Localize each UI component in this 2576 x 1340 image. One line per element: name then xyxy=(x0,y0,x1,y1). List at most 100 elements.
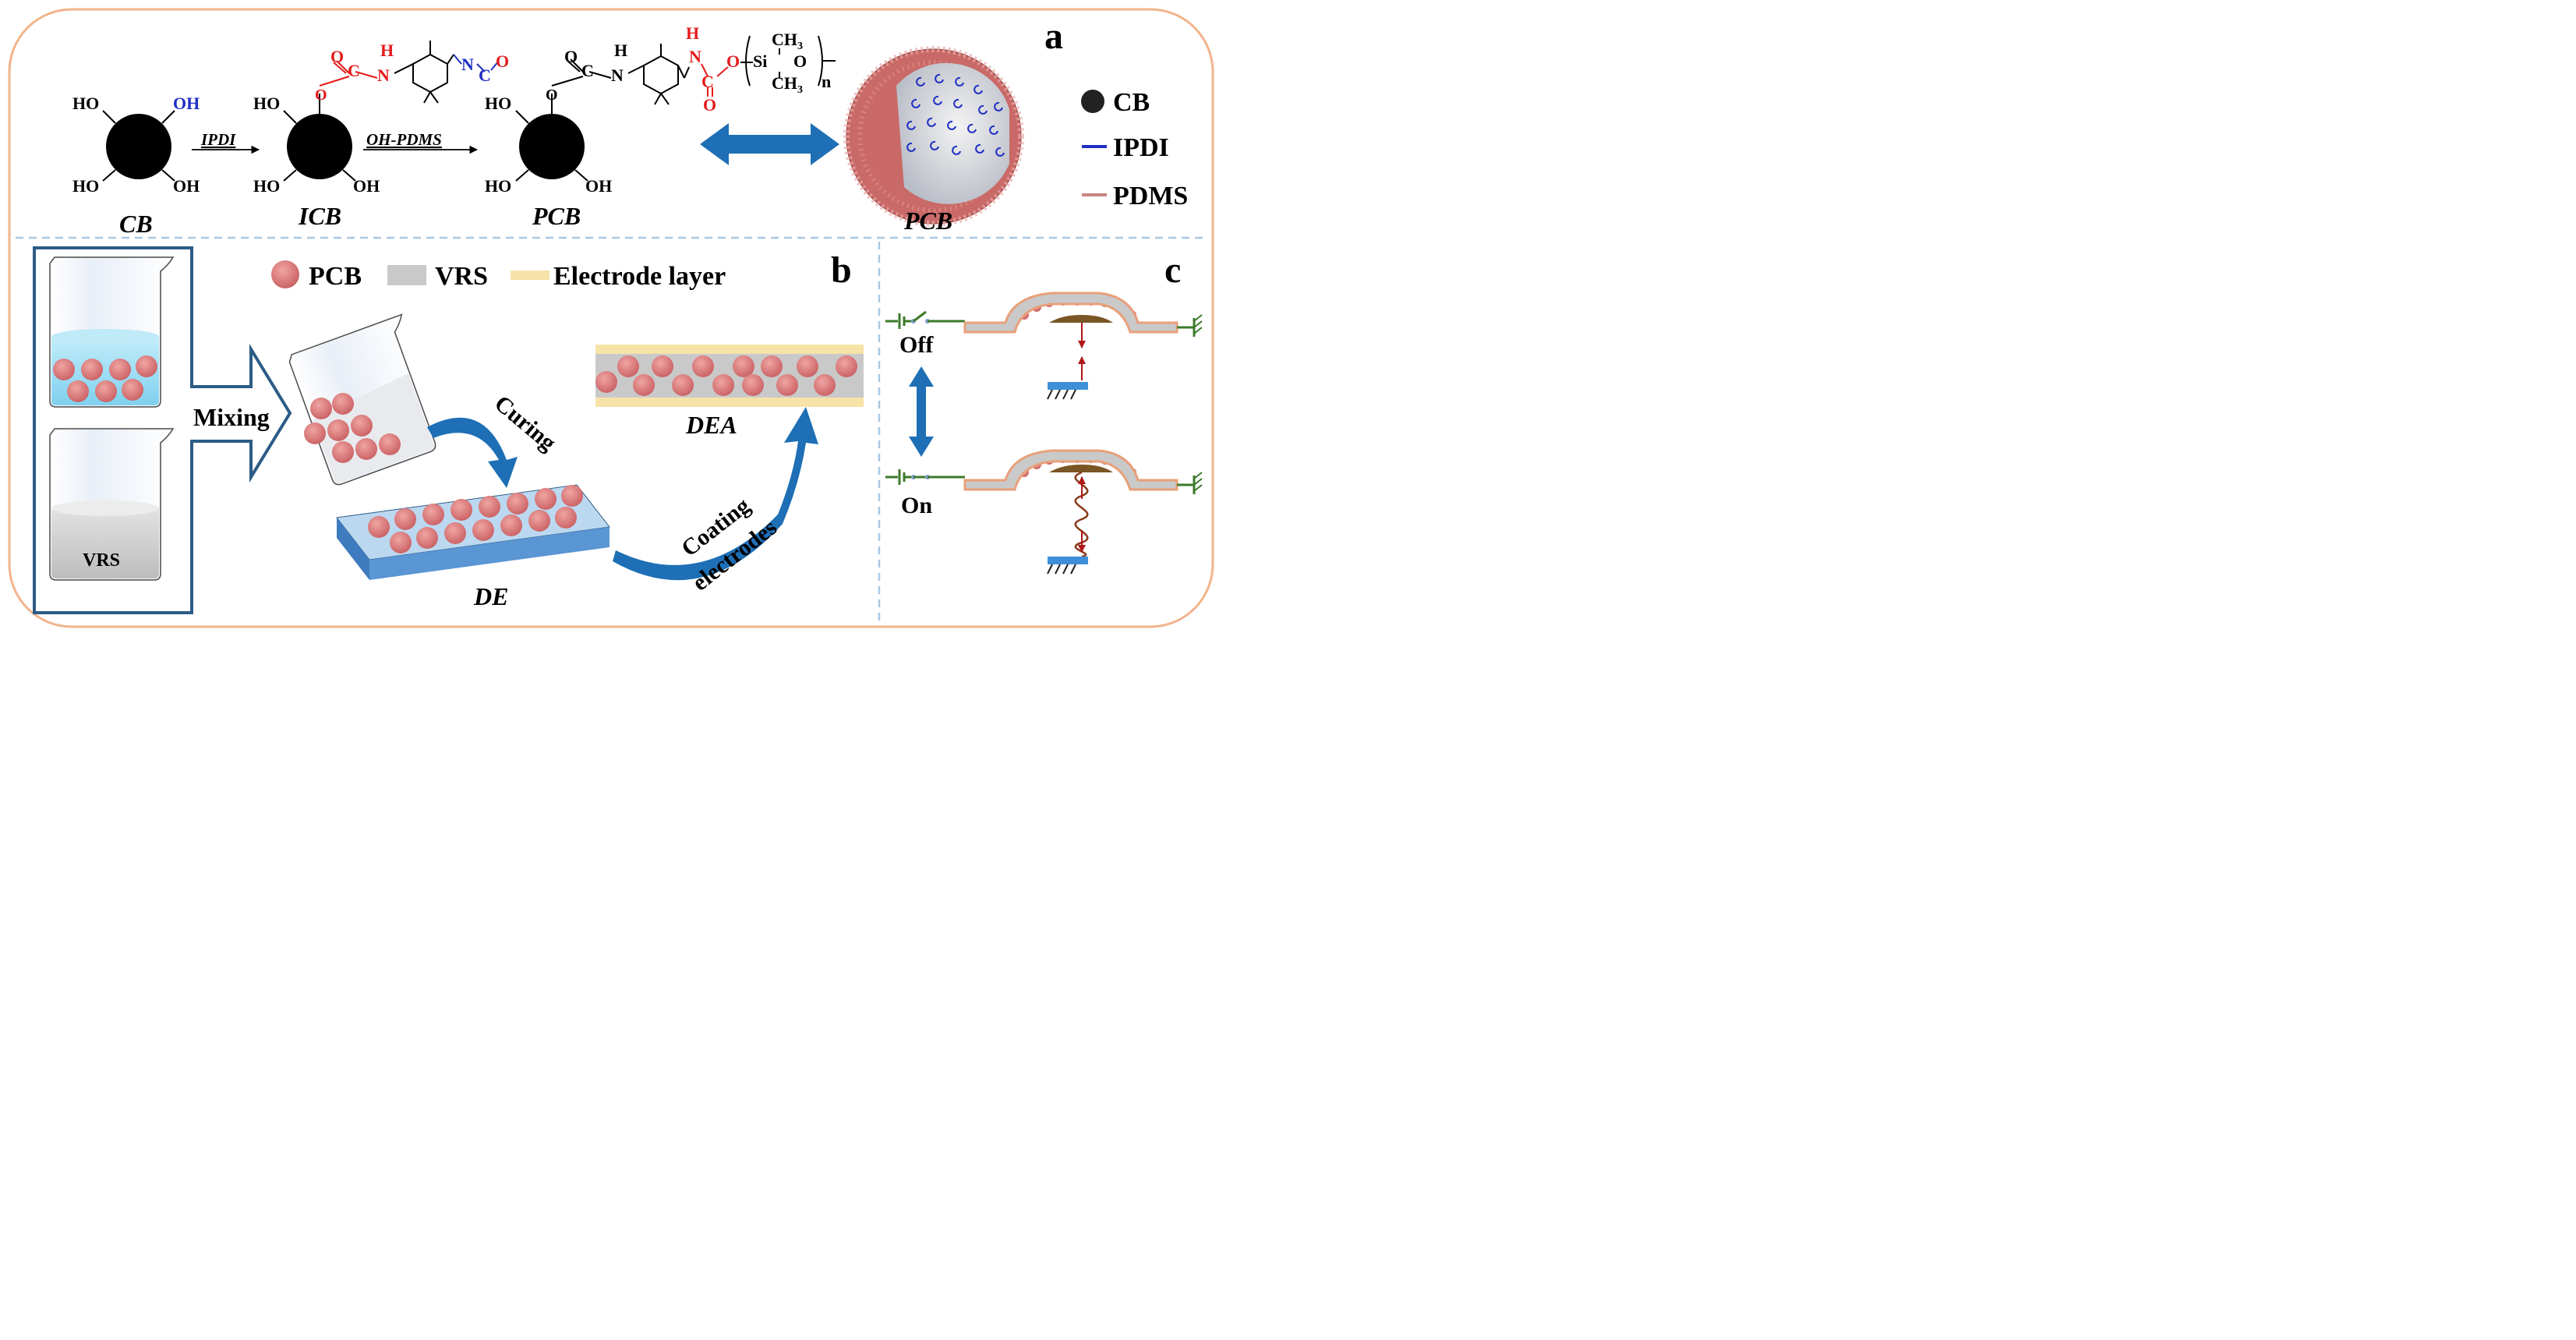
curing-arrow xyxy=(427,417,518,488)
legend-cb-marker xyxy=(1081,90,1104,113)
pcb-c2: C xyxy=(701,72,714,91)
pcb-particle: HO HO OH PCB xyxy=(485,94,612,230)
dea-particle xyxy=(814,374,836,396)
pcb-n2: N xyxy=(689,47,701,66)
icb-o2: O xyxy=(496,51,509,71)
beaker-particle xyxy=(67,380,89,402)
tilted-particle xyxy=(332,393,354,415)
de-particle xyxy=(528,510,550,532)
double-arrow-a xyxy=(700,123,839,165)
de-label: DE xyxy=(473,582,508,610)
de-particle xyxy=(555,507,577,529)
beaker-vrs: VRS xyxy=(49,428,175,581)
icb-group-tl: HO xyxy=(253,94,280,113)
beaker-particle xyxy=(109,359,131,380)
dea-particle xyxy=(692,355,714,377)
pcb-sphere-label: PCB xyxy=(903,207,952,235)
figure: a HO OH HO OH CB IPDI HO HO OH ICB O xyxy=(8,8,1214,628)
cb-group-bl: HO xyxy=(72,176,99,196)
ohpdms-arrow-label: OH-PDMS xyxy=(366,130,442,149)
icb-c: C xyxy=(348,61,360,80)
beaker-particle xyxy=(95,380,117,402)
tilted-particle xyxy=(304,423,326,444)
mixing-label: Mixing xyxy=(193,403,270,431)
tilted-particle xyxy=(310,398,332,419)
de-particle xyxy=(535,488,557,510)
tilted-particle xyxy=(379,433,401,455)
tilted-particle xyxy=(355,438,377,460)
pcb-ch3-bottom: CH3 xyxy=(772,73,803,96)
cb-group-tr: OH xyxy=(173,94,200,113)
dea-particle xyxy=(733,355,754,377)
legend-vrs-marker xyxy=(387,265,426,285)
dea-particle xyxy=(797,355,818,377)
ipdi-arrow-label: IPDI xyxy=(200,130,236,149)
legend-a: CB IPDI PDMS xyxy=(1081,88,1188,210)
dea-particle xyxy=(836,355,857,377)
icb-h: H xyxy=(380,41,394,60)
cb-particle: HO OH HO OH CB xyxy=(72,94,200,238)
legend-vrs-label: VRS xyxy=(435,262,488,291)
pcb-ch3-top: CH3 xyxy=(772,30,803,52)
dea-particle xyxy=(595,371,617,393)
panel-label-c: c xyxy=(1164,249,1181,291)
cb-group-tl: HO xyxy=(72,94,99,113)
dea-particle xyxy=(633,374,655,396)
legend-pcb-label: PCB xyxy=(309,262,362,291)
de-particle xyxy=(416,527,438,549)
de-particle xyxy=(444,522,466,544)
pcb-group-bl: HO xyxy=(485,176,511,196)
tilted-particle xyxy=(332,441,354,463)
pcb-si: Si xyxy=(753,51,767,71)
tilted-particle xyxy=(351,415,373,437)
legend-pcb-marker xyxy=(271,260,299,288)
legend-ipdi-label: IPDI xyxy=(1113,133,1169,162)
double-arrow-c xyxy=(909,366,934,457)
pcb-c: C xyxy=(581,61,594,80)
dea-particle xyxy=(761,355,783,377)
de-particle xyxy=(394,508,416,530)
panel-label-a: a xyxy=(1044,16,1063,57)
dea-label: DEA xyxy=(685,411,737,439)
beaker-particle xyxy=(81,359,103,380)
icb-n2: N xyxy=(461,55,474,74)
dea-particle xyxy=(776,374,798,396)
legend-pdms-label: PDMS xyxy=(1113,182,1188,210)
pcb-label: PCB xyxy=(532,202,581,230)
pcb-h: H xyxy=(614,41,627,60)
dea-particle xyxy=(617,355,639,377)
pcb-o4: O xyxy=(726,51,740,71)
icb-label: ICB xyxy=(298,202,341,230)
pcb-n-sub: n xyxy=(822,72,831,91)
coating-arrow xyxy=(613,407,818,581)
dea-particle xyxy=(672,374,694,396)
pcb-group-tl: HO xyxy=(485,94,511,113)
pcb-group-br: OH xyxy=(585,176,612,196)
beaker-particle xyxy=(122,379,143,401)
pcb-o-top: O xyxy=(564,47,578,66)
cb-label: CB xyxy=(119,210,153,238)
de-particle xyxy=(561,485,583,507)
pcb-o3: O xyxy=(703,95,716,115)
cb-group-br: OH xyxy=(173,176,200,196)
icb-n: N xyxy=(377,65,390,85)
de-particle xyxy=(422,504,444,525)
de-particle xyxy=(472,519,494,541)
pcb-o-ester: O xyxy=(546,87,558,104)
icb-particle: HO HO OH ICB xyxy=(253,94,380,230)
pcb-sphere: PCB xyxy=(843,46,1024,235)
pcb-o5: O xyxy=(793,51,807,71)
icb-o-top: O xyxy=(330,47,344,66)
pcb-chain xyxy=(551,35,836,105)
mixing-outline-arrow xyxy=(33,246,292,614)
dea-particle xyxy=(742,374,764,396)
tilted-particle xyxy=(327,419,349,441)
dea-particle xyxy=(652,355,673,377)
beaker-vrs-label: VRS xyxy=(83,550,120,571)
icb-chain: O xyxy=(315,41,500,104)
device-on: On xyxy=(885,449,1203,575)
icb-c2: C xyxy=(479,65,491,85)
legend-electrode-marker xyxy=(511,270,549,280)
beaker-particle xyxy=(53,359,75,380)
pcb-n: N xyxy=(611,65,624,85)
